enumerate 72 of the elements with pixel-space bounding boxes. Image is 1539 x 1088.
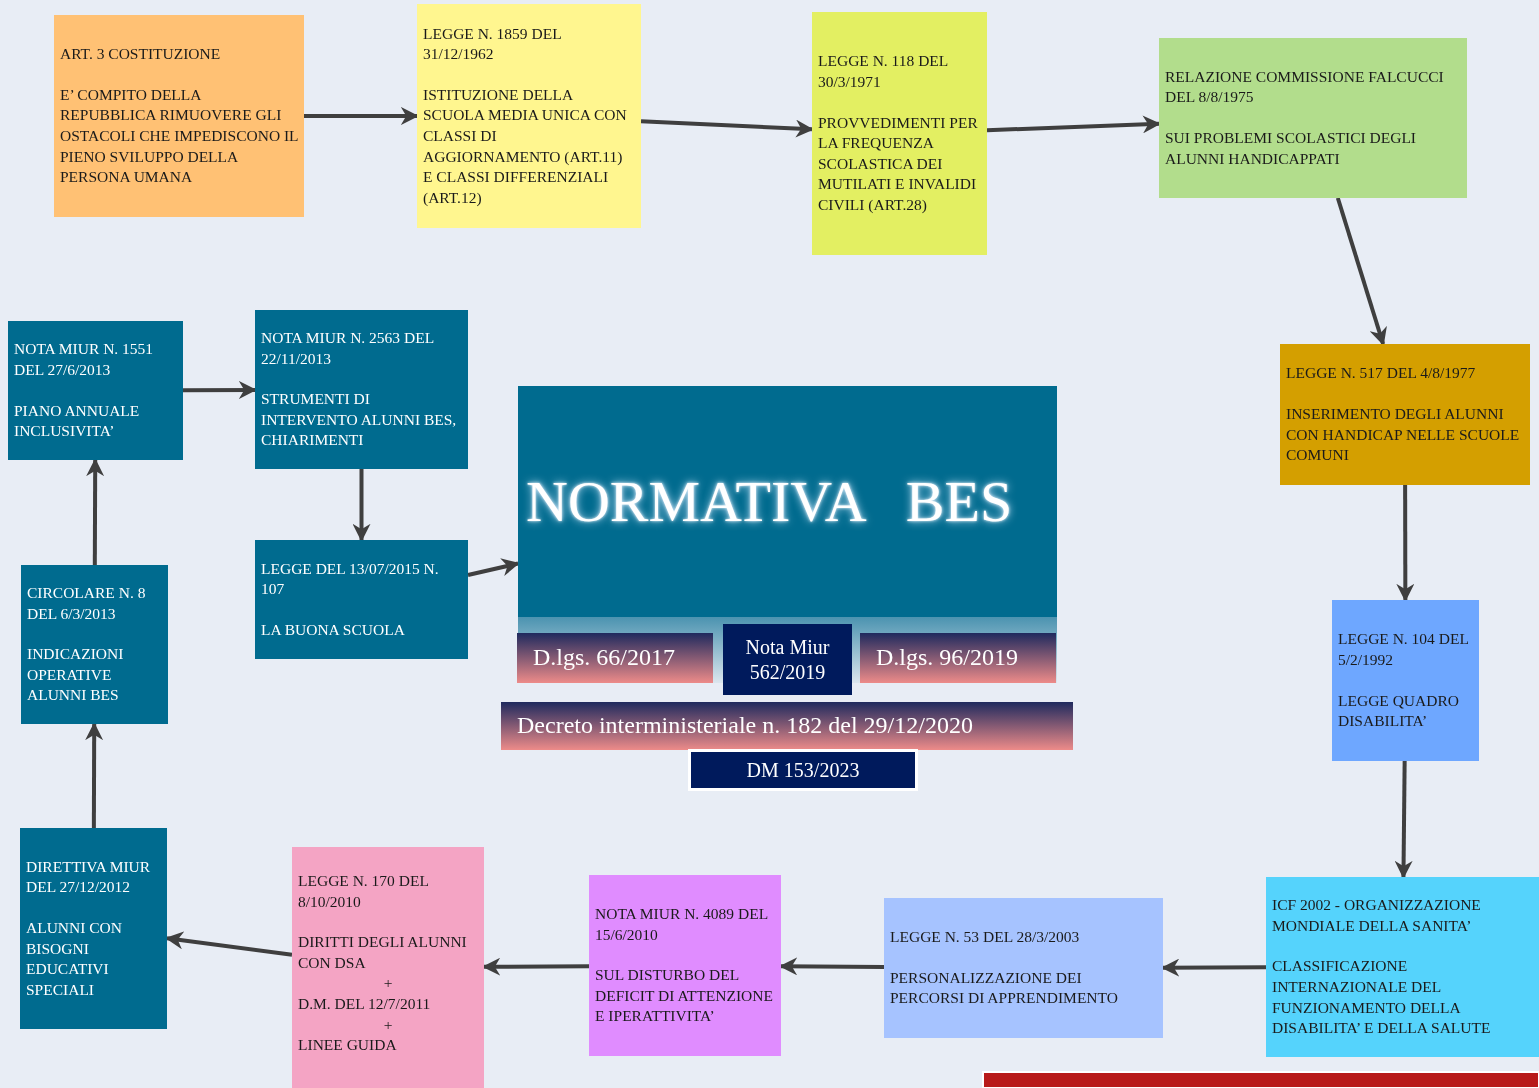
node-heading: D.lgs. 96/2019 [876, 643, 1019, 673]
node-heading: Decreto interministeriale n. 182 del 29/12/2020 [517, 711, 974, 741]
node-heading: LEGGE N. 104 DEL 5/2/1992 [1338, 629, 1470, 670]
node-heading: LEGGE N. 1859 DEL 31/12/1962 [423, 23, 563, 65]
arrow [86, 458, 105, 565]
law-box [589, 875, 781, 1056]
law-box [1266, 877, 1539, 1057]
arrow [1396, 485, 1415, 602]
law-box [1159, 38, 1467, 198]
node-text: PERSONALIZZAZIONE DEI PERCORSI DI APPRENDIMENTO [890, 967, 1119, 1009]
arrow [352, 469, 371, 542]
node-heading: LEGGE N. 53 DEL 28/3/2003 [890, 927, 1081, 948]
law-box [255, 540, 468, 659]
law-box [21, 565, 168, 724]
node-heading: DIRETTIVA MIUR DEL 27/12/2012 [26, 856, 152, 898]
law-box [255, 310, 468, 469]
node-text: LEGGE QUADRO DISABILITA’ [1338, 690, 1460, 732]
arrow [1335, 197, 1387, 346]
node-text: E’ COMPITO DELLA REPUBBLICA RIMUOVERE GLI OSTACOLI CHE IMPEDISCONO IL PIENO SVILUPPO DELLA PERSONA UMANA [60, 84, 298, 188]
arrow [304, 107, 419, 125]
node-text: D.M. DEL 12/7/2011 [298, 994, 432, 1015]
node-heading: RELAZIONE COMMISSIONE FALCUCCI DEL 8/8/1975 [1165, 66, 1445, 108]
node-text: DIRITTI DEGLI ALUNNI CON DSA [298, 932, 468, 973]
node-text: STRUMENTI DI INTERVENTO ALUNNI BES, CHIARIMENTI [261, 389, 458, 451]
node-heading: DM 153/2023 [746, 757, 860, 783]
node-text: LA BUONA SCUOLA [261, 619, 406, 640]
law-box [884, 898, 1163, 1038]
banner-heading: NORMATIVA BES [526, 469, 1014, 534]
node-heading: NOTA MIUR N. 4089 DEL 15/6/2010 [595, 903, 769, 945]
node-text: INDICAZIONI OPERATIVE ALUNNI BES [27, 644, 125, 706]
node-text: PIANO ANNUALE INCLUSIVITA’ [14, 400, 141, 442]
node-text: PROVVEDIMENTI PER LA FREQUENZA SCOLASTICA DEI MUTILATI E INVALIDI CIVILI (ART.28) [818, 112, 979, 215]
arrow [640, 119, 814, 138]
law-box [54, 15, 304, 217]
node-text: SUL DISTURBO DEL DEFICIT DI ATTENZIONE E IPERATTIVITA’ [595, 965, 774, 1027]
arrow [467, 558, 520, 577]
node-text: ISTITUZIONE DELLA SCUOLA MEDIA UNICA CON CLASSI DI AGGIORNAMENTO (ART.11) E CLASSI DIFFERENZIALI (ART.12) [423, 84, 628, 208]
law-box [8, 321, 183, 460]
node-heading: NOTA MIUR N. 2563 DEL 22/11/2013 [261, 327, 435, 369]
node-text: LINEE GUIDA [298, 1035, 398, 1056]
node-heading: LEGGE N. 118 DEL 30/3/1971 [818, 51, 949, 92]
law-box [1280, 344, 1530, 485]
node-heading: ICF 2002 - ORGANIZZAZIONE MONDIALE DELLA SANITA’ [1272, 895, 1482, 936]
plus-sign: + [382, 1014, 394, 1035]
node-heading: LEGGE N. 170 DEL 8/10/2010 [298, 871, 430, 912]
gradient-banner [860, 633, 1056, 683]
law-box [292, 847, 484, 1088]
node-text: CLASSIFICAZIONE INTERNAZIONALE DEL FUNZIONAMENTO DELLA DISABILITA’ E DELLA SALUTE [1272, 956, 1492, 1039]
law-box [1332, 600, 1479, 761]
node-heading: Nota Miur 562/2019 [744, 634, 831, 685]
node-heading: LEGGE N. 517 DEL 4/8/1977 [1286, 363, 1477, 384]
law-box [812, 12, 987, 255]
node-heading: NOTA MIUR N. 1551 DEL 27/6/2013 [14, 339, 155, 380]
arrow [85, 722, 104, 828]
title-box [518, 386, 1057, 617]
law-box [20, 828, 167, 1029]
gradient-banner [517, 633, 713, 683]
arrow [1394, 760, 1413, 879]
label-box [723, 624, 852, 695]
gradient-banner [501, 702, 1073, 750]
node-heading: ART. 3 COSTITUZIONE [60, 44, 222, 65]
law-box [417, 4, 641, 228]
label-box [688, 749, 918, 791]
node-text: SUI PROBLEMI SCOLASTICI DEGLI ALUNNI HANDICAPPATI [1165, 128, 1418, 169]
arrow [183, 380, 257, 399]
node-text: INSERIMENTO DEGLI ALUNNI CON HANDICAP NELLE SCUOLE COMUNI [1286, 403, 1521, 466]
arrow [986, 115, 1161, 134]
plus-sign: + [382, 973, 394, 994]
node-text: ALUNNI CON BISOGNI EDUCATIVI SPECIALI [26, 917, 123, 1000]
node-heading: CIRCOLARE N. 8 DEL 6/3/2013 [27, 582, 147, 624]
node-heading: D.lgs. 66/2017 [533, 643, 676, 673]
node-heading: LEGGE DEL 13/07/2015 N. 107 [261, 558, 440, 600]
